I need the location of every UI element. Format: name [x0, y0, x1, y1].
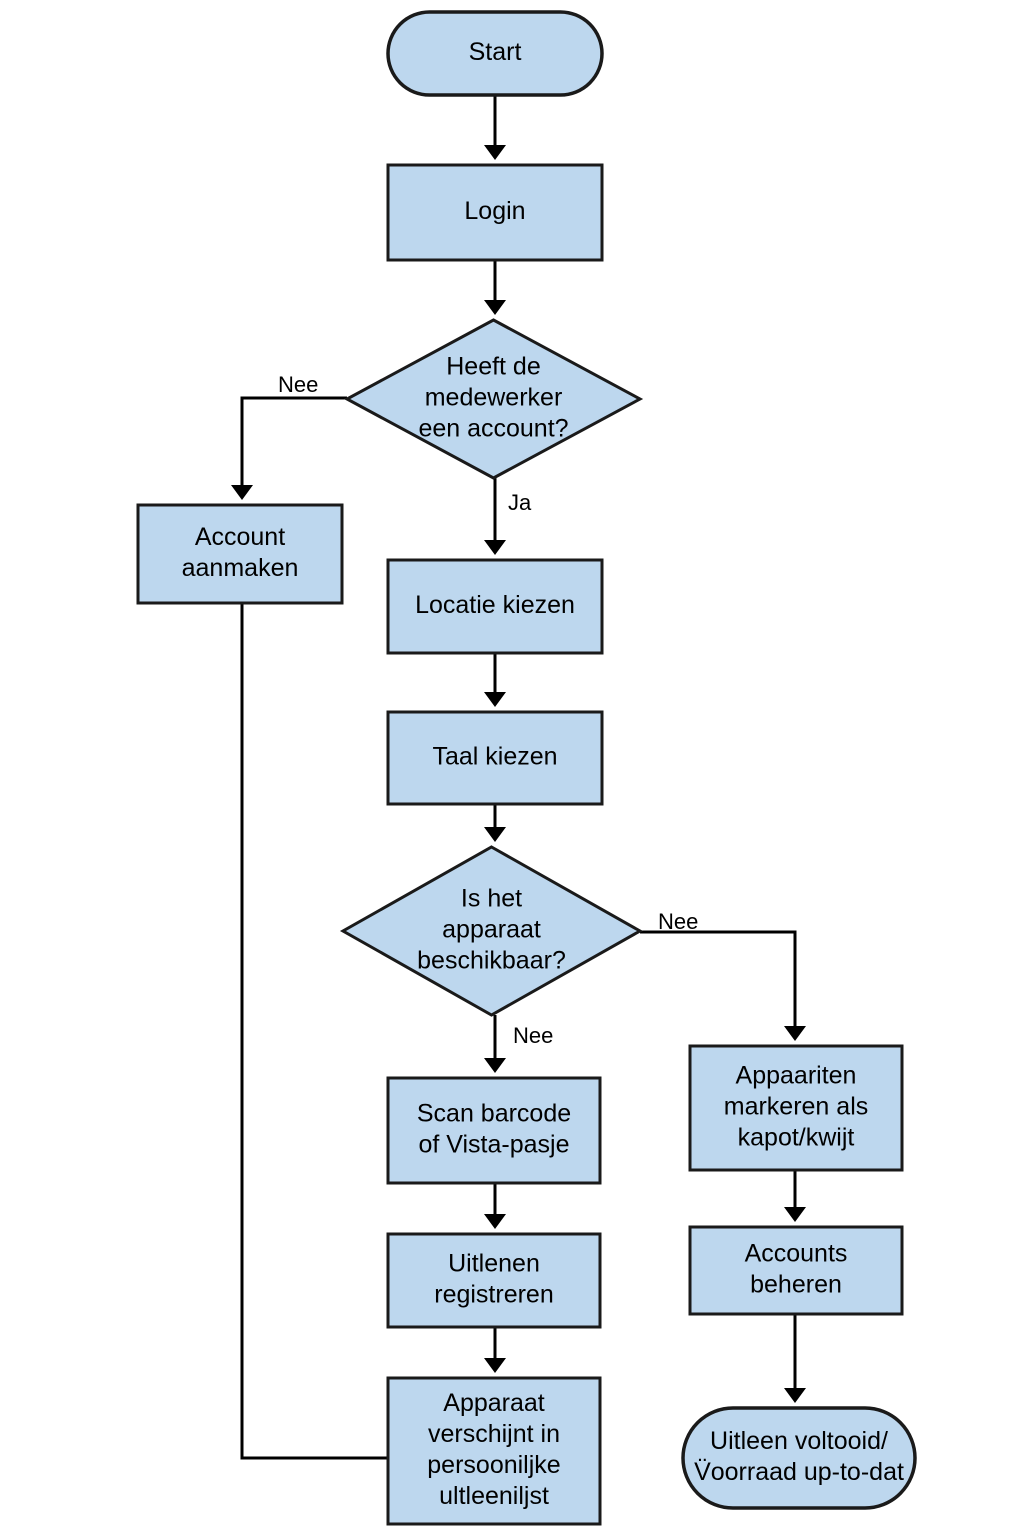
edge-location-to-language: [484, 653, 506, 707]
edge-register-to-list: [484, 1327, 506, 1373]
process-box[interactable]: [386, 163, 604, 262]
edge-list-back-to-create-account: [240, 603, 388, 1460]
process-box[interactable]: [386, 710, 604, 806]
edge-label: Ja: [508, 490, 532, 515]
edge-scan-to-register: [484, 1183, 506, 1229]
process-box[interactable]: [386, 1076, 602, 1185]
arrow-head-icon: [484, 300, 506, 315]
decision-diamond[interactable]: [343, 318, 644, 480]
arrow-head-icon: [231, 485, 253, 500]
process-box[interactable]: [688, 1044, 904, 1172]
arrow-head-icon: [484, 827, 506, 842]
arrow-head-icon: [784, 1388, 806, 1403]
edge-login-to-has-account: [484, 260, 506, 315]
terminator-pill[interactable]: [386, 10, 604, 97]
arrow-head-icon: [484, 1358, 506, 1373]
arrow-head-icon: [484, 1214, 506, 1229]
edge-has-account-nee: Nee: [231, 372, 347, 500]
terminator-pill[interactable]: [681, 1406, 917, 1510]
node-choose-language[interactable]: Taal kiezen: [386, 710, 604, 806]
arrow-head-icon: [784, 1026, 806, 1041]
edge-available-nee-right: Nee: [640, 909, 806, 1041]
edge-has-account-ja: Ja: [484, 478, 532, 555]
edge-available-nee-down: Nee: [484, 1015, 553, 1073]
arrow-head-icon: [484, 540, 506, 555]
decision-diamond[interactable]: [339, 845, 644, 1017]
edge-line: [240, 603, 388, 1460]
edge-start-to-login: [484, 95, 506, 160]
arrow-head-icon: [484, 692, 506, 707]
process-box[interactable]: [386, 558, 604, 655]
node-start[interactable]: Start: [386, 10, 604, 97]
process-box[interactable]: [136, 503, 344, 605]
edge-label: Nee: [513, 1023, 553, 1048]
edge-label: Nee: [278, 372, 318, 397]
edge-language-to-available: [484, 804, 506, 842]
edge-accounts-to-end: [784, 1314, 806, 1403]
process-box[interactable]: [386, 1232, 602, 1329]
edge-line: [240, 396, 347, 487]
arrow-head-icon: [484, 145, 506, 160]
edge-broken-to-accounts: [784, 1170, 806, 1222]
node-end[interactable]: Uitleen voltooid/V̈oorraad up-to-dat: [681, 1406, 917, 1510]
edge-label: Nee: [658, 909, 698, 934]
node-choose-location[interactable]: Locatie kiezen: [386, 558, 604, 655]
process-box[interactable]: [386, 1376, 602, 1526]
arrow-head-icon: [484, 1058, 506, 1073]
node-login[interactable]: Login: [386, 163, 604, 262]
edge-line: [640, 930, 797, 1028]
arrow-head-icon: [784, 1207, 806, 1222]
process-box[interactable]: [688, 1225, 904, 1316]
